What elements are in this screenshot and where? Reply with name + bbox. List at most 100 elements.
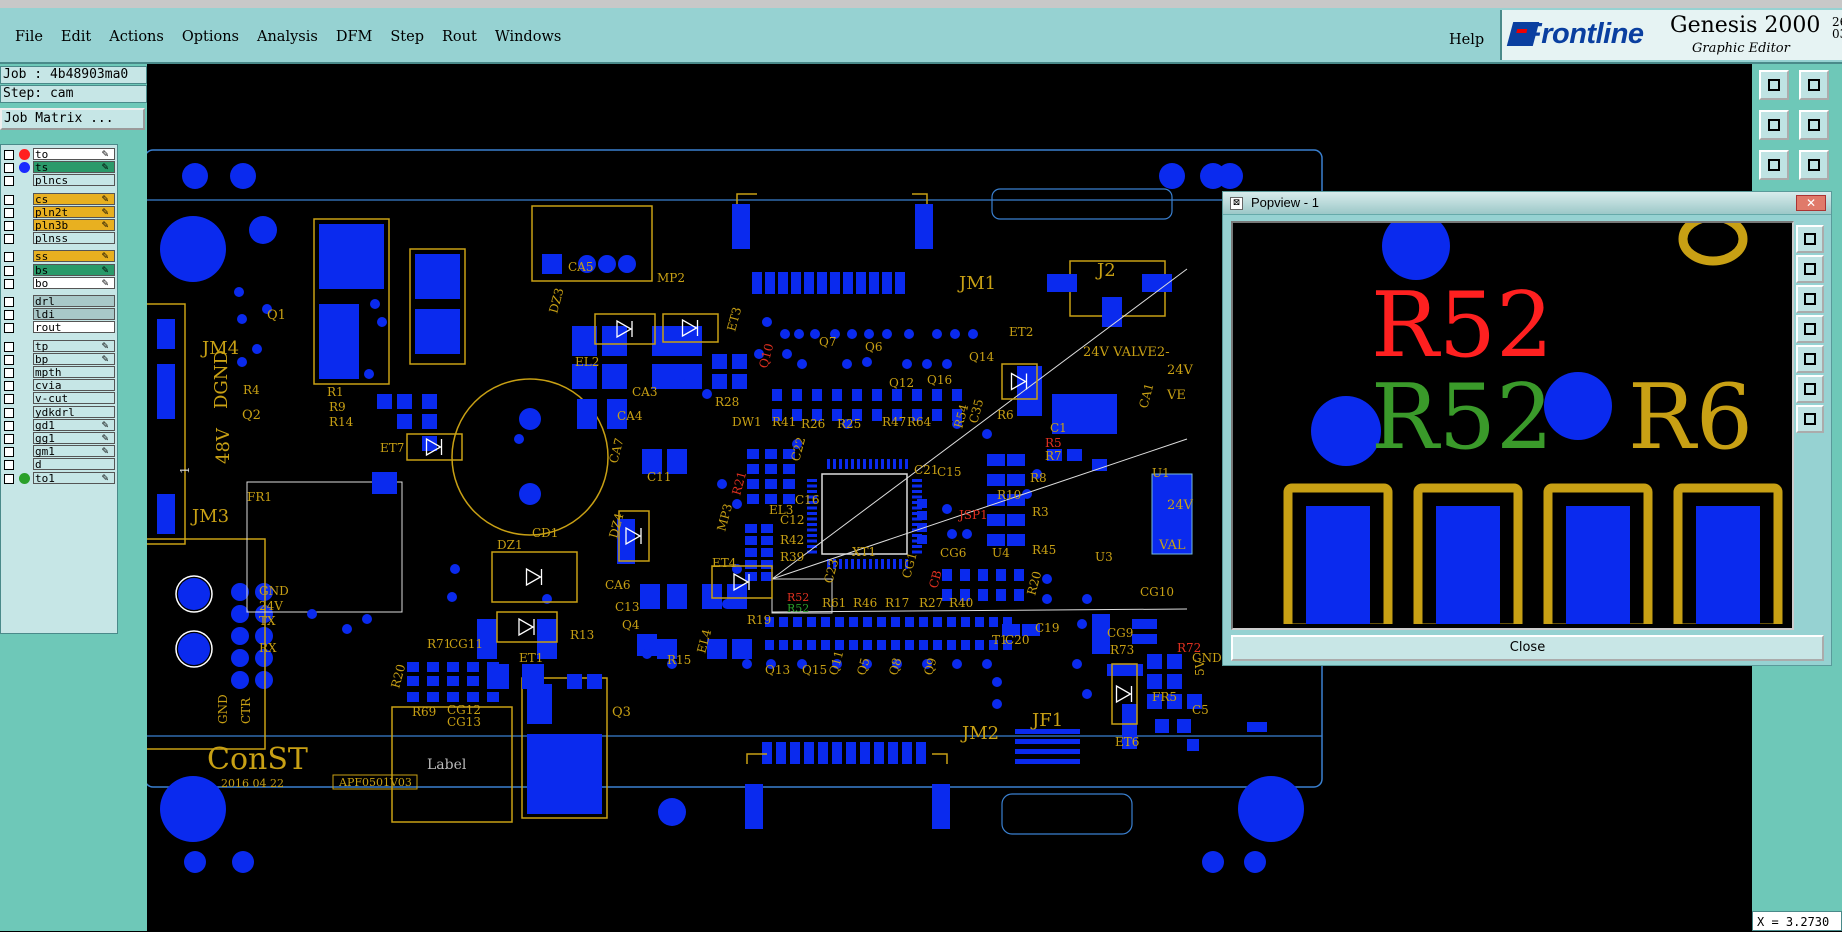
layer-name[interactable]: bp✎ xyxy=(33,352,115,365)
menu-options[interactable]: Options xyxy=(181,29,239,45)
layer-row-bp[interactable]: bp✎ xyxy=(1,352,119,366)
layer-name[interactable]: ts✎ xyxy=(33,161,115,174)
layer-checkbox[interactable] xyxy=(4,221,14,231)
pan-right-icon[interactable] xyxy=(1799,110,1829,140)
layer-row-drl[interactable]: drl xyxy=(1,295,119,308)
layer-checkbox[interactable] xyxy=(4,434,14,444)
menu-file[interactable]: File xyxy=(15,29,43,45)
layer-row-plncs[interactable]: plncs xyxy=(1,174,119,187)
layer-name[interactable]: plnss xyxy=(33,232,115,245)
layer-name[interactable]: drl xyxy=(33,295,115,308)
layer-name[interactable]: plncs xyxy=(33,174,115,187)
pv-home-icon[interactable] xyxy=(1796,255,1824,283)
layer-checkbox[interactable] xyxy=(4,381,14,392)
layer-name[interactable]: to✎ xyxy=(33,148,115,161)
layer-checkbox[interactable] xyxy=(4,234,14,245)
layer-checkbox[interactable] xyxy=(4,407,14,418)
layer-name[interactable]: d xyxy=(33,458,115,471)
zoom-home-icon[interactable] xyxy=(1759,70,1789,100)
layer-checkbox[interactable] xyxy=(4,207,14,218)
layer-checkbox[interactable] xyxy=(4,150,14,160)
menu-actions[interactable]: Actions xyxy=(109,29,164,45)
menu-help[interactable]: Help xyxy=(1449,32,1485,48)
layer-name[interactable]: pln3b✎ xyxy=(33,219,115,232)
pv-fit-icon[interactable] xyxy=(1796,375,1824,403)
menu-windows[interactable]: Windows xyxy=(494,29,562,45)
menu-dfm[interactable]: DFM xyxy=(335,29,373,45)
layer-name[interactable]: ydkdrl xyxy=(33,405,115,418)
layer-row-mpth[interactable]: mpth xyxy=(1,366,119,379)
layer-name[interactable]: pln2t✎ xyxy=(33,205,115,218)
layer-row-cs[interactable]: cs✎ xyxy=(1,192,119,206)
layer-checkbox[interactable] xyxy=(4,420,14,431)
layer-row-gm1[interactable]: gm1✎ xyxy=(1,445,119,458)
layer-row-gg1[interactable]: gg1✎ xyxy=(1,432,119,445)
fit-icon[interactable] xyxy=(1759,150,1789,180)
layer-name[interactable]: gg1✎ xyxy=(33,432,115,445)
layer-name[interactable]: gm1✎ xyxy=(33,445,115,458)
layer-name[interactable]: bs✎ xyxy=(33,263,115,276)
layer-row-pln3b[interactable]: pln3b✎ xyxy=(1,219,119,232)
layer-name[interactable]: cvia xyxy=(33,379,115,392)
center-icon[interactable] xyxy=(1799,150,1829,180)
layer-row-ydkdrl[interactable]: ydkdrl xyxy=(1,405,119,419)
layer-checkbox[interactable] xyxy=(4,163,14,174)
pan-left-icon[interactable] xyxy=(1759,110,1789,140)
layer-name[interactable]: v-cut xyxy=(33,392,115,405)
close-icon[interactable]: ✕ xyxy=(1796,195,1826,211)
layer-name[interactable]: bo✎ xyxy=(33,276,115,289)
layer-checkbox[interactable] xyxy=(4,354,14,365)
pv-center-icon[interactable] xyxy=(1796,405,1824,433)
zoom-in-icon[interactable] xyxy=(1799,70,1829,100)
layer-checkbox[interactable] xyxy=(4,323,14,334)
layer-checkbox[interactable] xyxy=(4,310,14,321)
layer-name[interactable]: cs✎ xyxy=(33,192,115,205)
layer-row-plnss[interactable]: plnss xyxy=(1,232,119,245)
pv-zoom-icon[interactable] xyxy=(1796,225,1824,253)
layer-row-tp[interactable]: tp✎ xyxy=(1,339,119,353)
layer-row-ss[interactable]: ss✎ xyxy=(1,250,119,263)
layer-row-bs[interactable]: bs✎ xyxy=(1,263,119,277)
layer-checkbox[interactable] xyxy=(4,278,14,289)
layer-name[interactable]: ss✎ xyxy=(33,250,115,263)
layer-checkbox[interactable] xyxy=(4,297,14,307)
layer-row-ldi[interactable]: ldi xyxy=(1,308,119,321)
layer-checkbox[interactable] xyxy=(4,447,14,458)
pv-down-icon[interactable] xyxy=(1796,285,1824,313)
pv-right-icon[interactable] xyxy=(1796,345,1824,373)
layer-checkbox[interactable] xyxy=(4,194,14,205)
layer-name[interactable]: ldi xyxy=(33,308,115,321)
layer-row-rout[interactable]: rout xyxy=(1,321,119,334)
layer-name[interactable]: mpth xyxy=(33,366,115,379)
menu-rout[interactable]: Rout xyxy=(441,29,477,45)
job-matrix-button[interactable]: Job Matrix ... xyxy=(0,108,145,130)
layer-checkbox[interactable] xyxy=(4,394,14,405)
layer-name[interactable]: rout xyxy=(33,321,115,334)
layer-row-to1[interactable]: to1✎ xyxy=(1,471,119,485)
layer-checkbox[interactable] xyxy=(4,265,14,276)
layer-row-ts[interactable]: ts✎ xyxy=(1,161,119,174)
layer-row-pln2t[interactable]: pln2t✎ xyxy=(1,205,119,219)
menu-edit[interactable]: Edit xyxy=(60,29,92,45)
layer-row-to[interactable]: to✎ xyxy=(1,148,119,161)
layer-row-bo[interactable]: bo✎ xyxy=(1,276,119,290)
layer-row-v-cut[interactable]: v-cut xyxy=(1,392,119,405)
layer-row-cvia[interactable]: cvia xyxy=(1,379,119,392)
menu-analysis[interactable]: Analysis xyxy=(257,29,318,45)
layer-row-d[interactable]: d xyxy=(1,458,119,471)
layer-name[interactable]: tp✎ xyxy=(33,339,115,352)
pv-left-icon[interactable] xyxy=(1796,315,1824,343)
layer-name[interactable]: to1✎ xyxy=(33,471,115,484)
layer-checkbox[interactable] xyxy=(4,460,14,471)
layer-checkbox[interactable] xyxy=(4,473,14,484)
layer-name[interactable]: gd1✎ xyxy=(33,418,115,431)
layer-checkbox[interactable] xyxy=(4,252,14,263)
popview-title-bar[interactable]: ⊠ Popview - 1 ✕ xyxy=(1223,192,1831,215)
layer-checkbox[interactable] xyxy=(4,176,14,187)
pcb-board[interactable]: LabelJM4JM3JM1JM2J2JF1Q1Q2Q3Q4CA5CA3CA4C… xyxy=(147,64,1752,931)
menu-step[interactable]: Step xyxy=(390,29,424,45)
close-button[interactable]: Close xyxy=(1231,635,1824,661)
layer-checkbox[interactable] xyxy=(4,341,14,352)
